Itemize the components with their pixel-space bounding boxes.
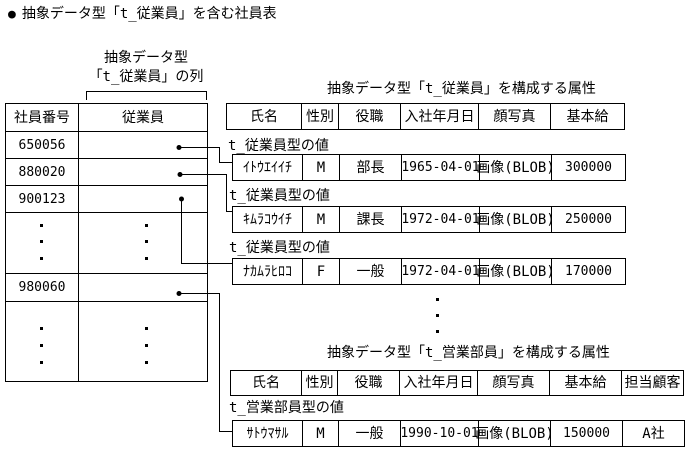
employee-value-cell — [79, 274, 207, 301]
value-cell-hire-date: 1972-04-01 — [401, 207, 480, 232]
value-cell-photo: 画像(BLOB) — [475, 421, 554, 446]
attr-header-client: 担当顧客 — [624, 375, 681, 391]
table-row: 900123 — [6, 186, 207, 213]
employee-value-cell — [79, 132, 207, 158]
employee-value-row: ｷﾑﾗｺｳｲﾁ M 課長 1972-04-01 画像(BLOB) 250000 — [232, 206, 626, 233]
value-cell-photo: 画像(BLOB) — [476, 207, 555, 232]
page-title: ● 抽象データ型「t_従業員」を含む社員表 — [8, 7, 277, 21]
value-cell-base-salary: 150000 — [551, 421, 623, 446]
value-cell-hire-date: 1990-10-01 — [400, 421, 479, 446]
attr-header-hire-date: 入社年月日 — [401, 104, 479, 129]
attr-header-name: 氏名 — [231, 371, 302, 395]
employee-value-row: ｲﾄｳｴｲｲﾁ M 部長 1965-04-01 画像(BLOB) 300000 — [232, 154, 626, 181]
value-cell-name: ｷﾑﾗｺｳｲﾁ — [233, 207, 303, 232]
value-cell-base-salary: 300000 — [565, 160, 612, 175]
value-cell-sex: M — [303, 207, 340, 232]
vertical-ellipsis — [6, 302, 79, 381]
value-type-label: t_営業部員型の値 — [229, 400, 344, 416]
column-caption-line1: 抽象データ型 — [104, 50, 188, 66]
attr-header-photo: 顔写真 — [479, 104, 551, 129]
value-type-label: t_従業員型の値 — [229, 240, 330, 256]
value-cell-name: ﾅｶﾑﾗﾋﾛｺ — [233, 259, 303, 284]
bullet-icon: ● — [8, 7, 16, 22]
value-cell-sex: M — [303, 421, 339, 446]
sales-type-section-title: 抽象データ型「t_営業部員」を構成する属性 — [327, 345, 610, 361]
column-caption-line2: 「t_従業員」の列 — [88, 69, 204, 85]
value-cell-base-salary: 250000 — [565, 212, 612, 227]
employee-value-cell — [79, 159, 207, 185]
value-cell-hire-date: 1965-04-01 — [401, 155, 480, 180]
value-cell-sex: M — [303, 155, 340, 180]
value-cell-photo: 画像(BLOB) — [476, 259, 555, 284]
employee-number-cell: 650056 — [6, 132, 79, 158]
value-cell-hire-date: 1972-04-01 — [401, 259, 480, 284]
column-bracket — [86, 91, 207, 100]
attr-header-base-salary: 基本給 — [550, 371, 622, 395]
value-cell-position: 一般 — [340, 259, 402, 284]
table-ellipsis-row — [6, 213, 207, 274]
value-cell-sex: F — [303, 259, 340, 284]
value-cell-position: 課長 — [340, 207, 402, 232]
employee-number-cell: 980060 — [6, 274, 79, 301]
column-caption: 抽象データ型 「t_従業員」の列 — [60, 51, 232, 89]
page-title-text: 抽象データ型「t_従業員」を含む社員表 — [21, 6, 277, 22]
attr-header-sex: 性別 — [302, 104, 339, 129]
vertical-ellipsis — [79, 302, 207, 381]
table-row: 980060 — [6, 274, 207, 302]
sales-value-row: ｻﾄｳﾏｻﾙ M 一般 1990-10-01 画像(BLOB) 150000 A… — [232, 420, 685, 447]
value-type-label: t_従業員型の値 — [228, 138, 329, 154]
value-cell-client: A社 — [642, 425, 665, 442]
attr-header-base-salary: 基本給 — [566, 108, 609, 125]
employee-number-cell: 900123 — [6, 186, 79, 212]
value-cell-photo: 画像(BLOB) — [476, 155, 555, 180]
attr-header-position: 役職 — [338, 371, 400, 395]
vertical-ellipsis — [79, 213, 207, 273]
attr-header-position: 役職 — [339, 104, 401, 129]
attr-header-photo: 顔写真 — [478, 371, 550, 395]
value-cell-name: ｻﾄｳﾏｻﾙ — [233, 421, 303, 446]
value-cell-position: 部長 — [340, 155, 402, 180]
header-cell-employee: 従業員 — [122, 109, 164, 126]
employee-type-section-title: 抽象データ型「t_従業員」を構成する属性 — [327, 81, 596, 97]
attr-header-hire-date: 入社年月日 — [400, 371, 478, 395]
table-ellipsis-row — [6, 302, 207, 381]
header-cell-employee-number: 社員番号 — [6, 104, 79, 131]
employee-attr-header-row: 氏名 性別 役職 入社年月日 顔写真 基本給 — [226, 103, 625, 130]
value-type-label: t_従業員型の値 — [229, 188, 330, 204]
employee-table: 社員番号 従業員 650056 880020 900123 980060 — [5, 103, 208, 382]
employee-value-row: ﾅｶﾑﾗﾋﾛｺ F 一般 1972-04-01 画像(BLOB) 170000 — [232, 258, 626, 285]
value-cell-name: ｲﾄｳｴｲｲﾁ — [233, 155, 303, 180]
table-header-row: 社員番号 従業員 — [6, 104, 207, 132]
value-cell-position: 一般 — [339, 421, 401, 446]
sales-attr-header-row: 氏名 性別 役職 入社年月日 顔写真 基本給 担当顧客 — [230, 370, 684, 396]
vertical-ellipsis-middle — [436, 298, 439, 333]
attr-header-name: 氏名 — [227, 104, 302, 129]
value-cell-base-salary: 170000 — [565, 264, 612, 279]
vertical-ellipsis — [6, 213, 79, 273]
employee-value-cell — [79, 186, 207, 212]
employee-number-cell: 880020 — [6, 159, 79, 185]
attr-header-sex: 性別 — [302, 371, 338, 395]
table-row: 880020 — [6, 159, 207, 186]
table-row: 650056 — [6, 132, 207, 159]
